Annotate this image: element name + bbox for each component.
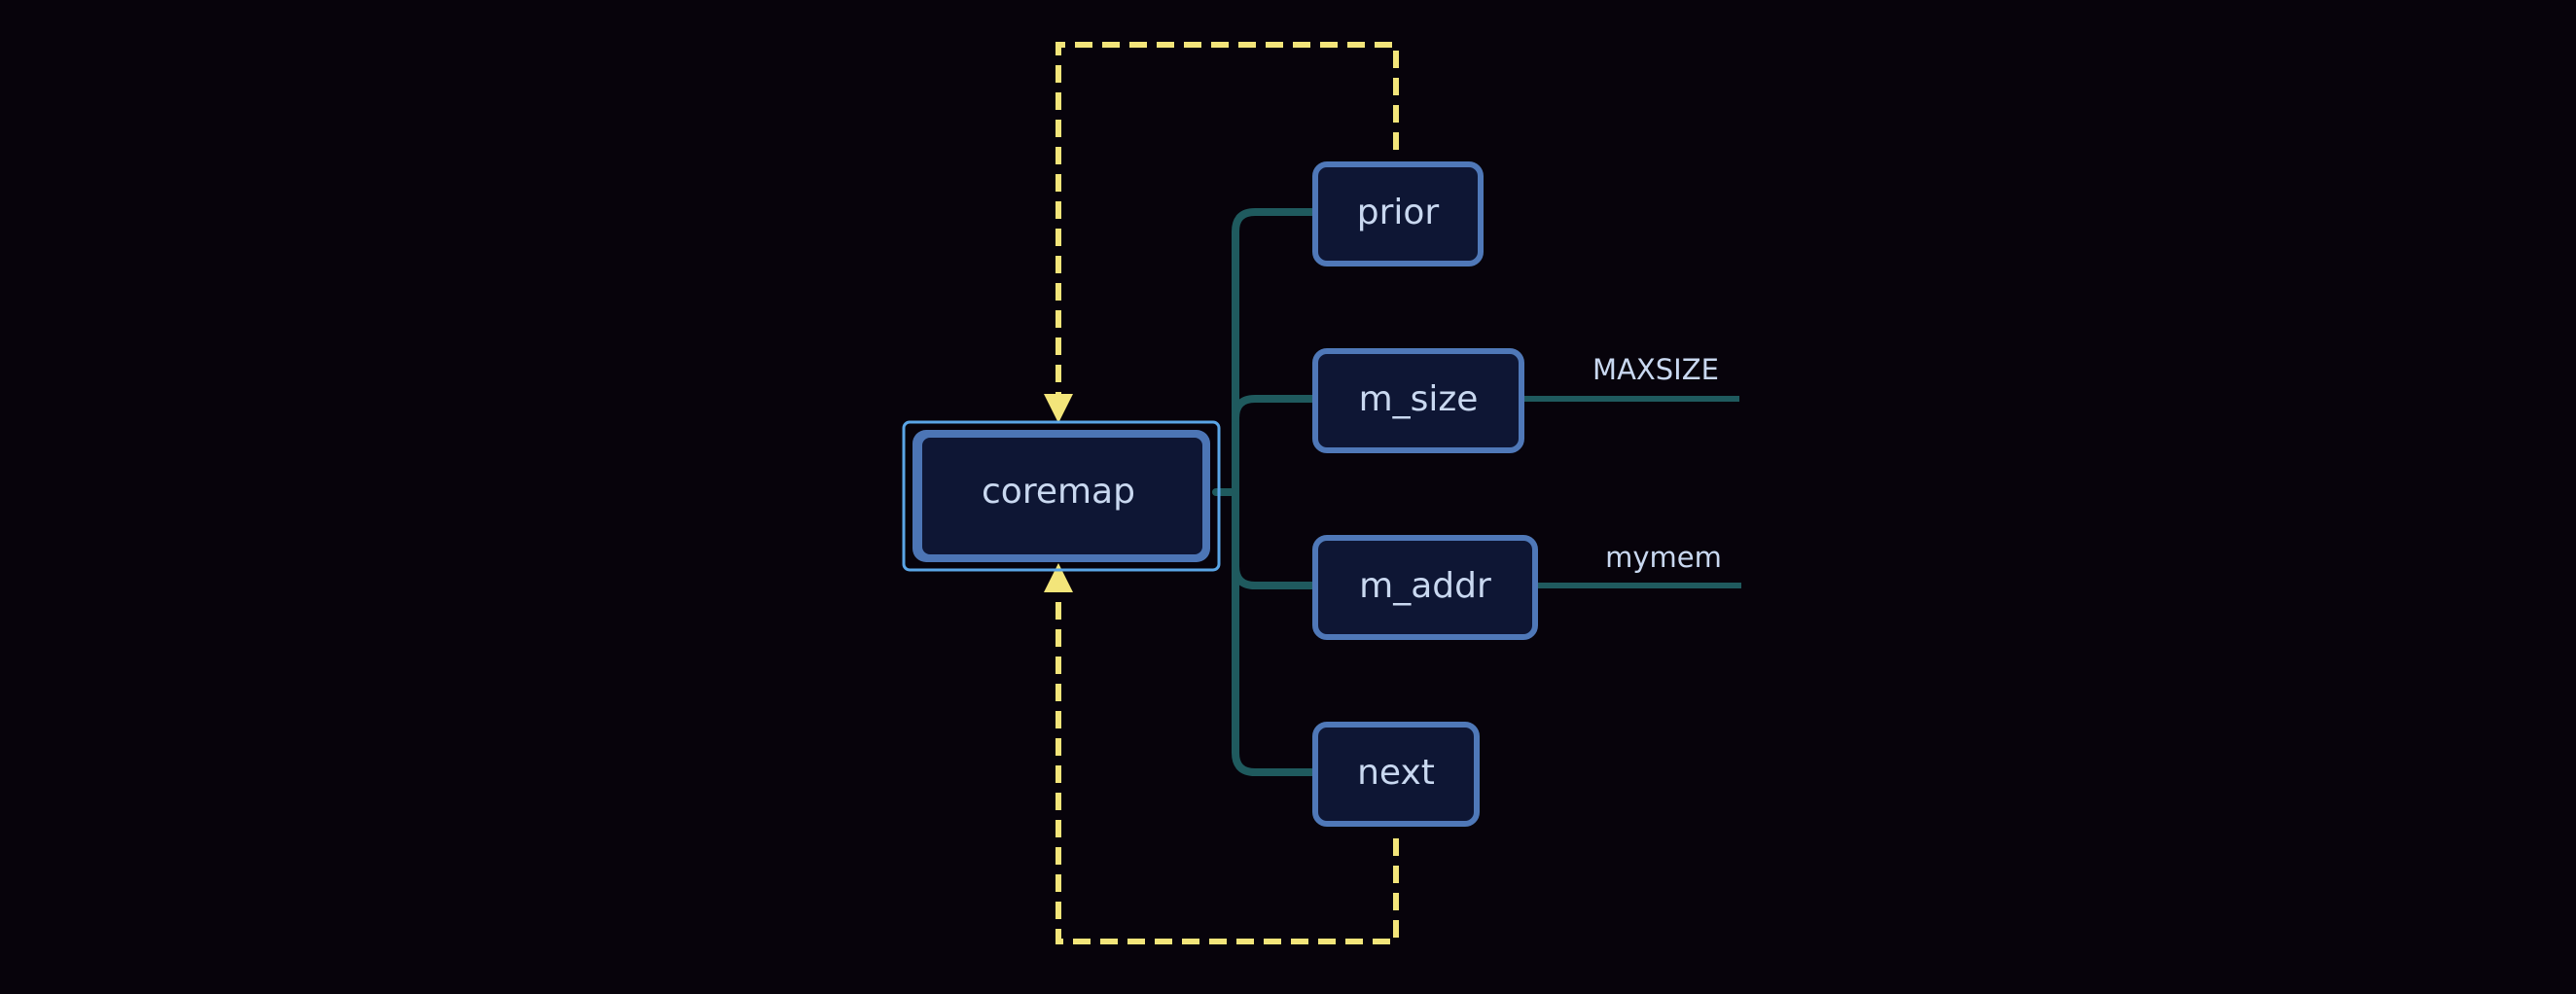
prior-pointer-arrow bbox=[1044, 42, 1399, 423]
field-node-prior[interactable]: prior bbox=[1312, 161, 1484, 266]
coremap-node-box bbox=[922, 438, 1202, 554]
coremap-node[interactable]: coremap bbox=[902, 420, 1221, 572]
field-label-prior: prior bbox=[1357, 193, 1440, 232]
field-box-m-size bbox=[1312, 348, 1524, 453]
field-node-m-size[interactable]: m_size bbox=[1312, 348, 1524, 453]
m-addr-value-label: mymem bbox=[1605, 541, 1722, 574]
field-box-next bbox=[1312, 722, 1480, 827]
field-node-next[interactable]: next bbox=[1312, 722, 1480, 827]
field-node-m-addr[interactable]: m_addr bbox=[1312, 535, 1538, 640]
field-box-m-addr bbox=[1312, 535, 1538, 640]
field-connectors bbox=[1212, 208, 1319, 776]
m-size-value-label: MAXSIZE bbox=[1592, 353, 1719, 386]
field-label-next: next bbox=[1357, 753, 1435, 793]
connector-next bbox=[1232, 488, 1319, 776]
coremap-node-outer-frame bbox=[902, 420, 1221, 572]
connector-prior bbox=[1232, 208, 1319, 496]
coremap-label: coremap bbox=[982, 472, 1135, 512]
field-box-prior bbox=[1312, 161, 1484, 266]
connector-m-size bbox=[1232, 395, 1319, 422]
connector-m-addr bbox=[1232, 562, 1319, 589]
field-label-m-addr: m_addr bbox=[1359, 566, 1491, 606]
field-label-m-size: m_size bbox=[1359, 379, 1479, 419]
